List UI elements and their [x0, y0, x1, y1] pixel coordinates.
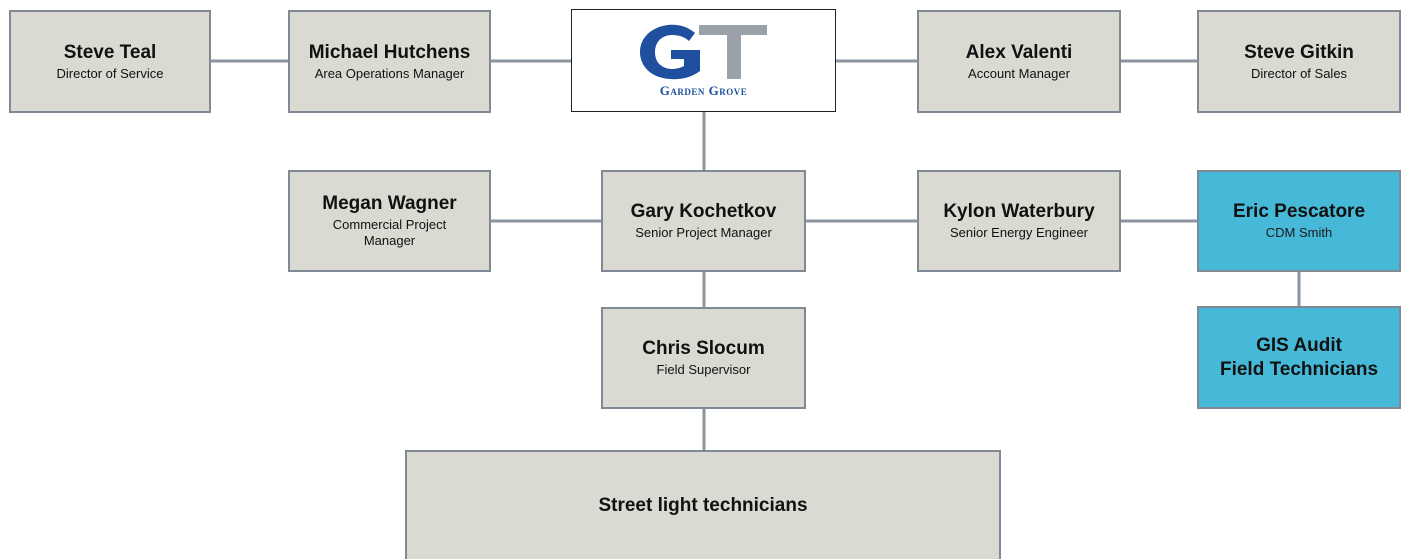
node-role: Account Manager [968, 65, 1070, 81]
node-name: Steve Gitkin [1244, 41, 1354, 63]
node-label: Street light technicians [598, 494, 808, 516]
node-role: Area Operations Manager [314, 65, 465, 81]
node-name: Megan Wagner [322, 193, 457, 214]
node-role: Director of Sales [1250, 65, 1348, 81]
node-name: Steve Teal [63, 41, 157, 63]
node-gary-kochetkov: Gary Kochetkov Senior Project Manager [601, 170, 806, 272]
node-gis-audit-field-technicians: GIS Audit Field Technicians [1197, 306, 1401, 409]
node-kylon-waterbury: Kylon Waterbury Senior Energy Engineer [917, 170, 1121, 272]
garden-grove-g-logo-icon [639, 24, 767, 79]
node-steve-teal: Steve Teal Director of Service [9, 10, 211, 113]
node-role: Senior Project Manager [635, 225, 772, 240]
node-alex-valenti: Alex Valenti Account Manager [917, 10, 1121, 113]
node-role: Field Supervisor [656, 362, 751, 377]
node-name: Kylon Waterbury [943, 201, 1095, 222]
node-michael-hutchens: Michael Hutchens Area Operations Manager [288, 10, 491, 113]
node-role: Senior Energy Engineer [949, 225, 1089, 240]
node-eric-pescatore: Eric Pescatore CDM Smith [1197, 170, 1401, 272]
logo-text: Garden Grove [659, 82, 748, 98]
node-steve-gitkin: Steve Gitkin Director of Sales [1197, 10, 1401, 113]
node-label: GIS Audit Field Technicians [1219, 334, 1379, 380]
node-role: Director of Service [56, 65, 164, 81]
node-name: Eric Pescatore [1232, 201, 1366, 222]
node-name: Gary Kochetkov [630, 201, 777, 222]
node-street-light-technicians: Street light technicians [405, 450, 1001, 559]
node-role: CDM Smith [1265, 225, 1333, 240]
node-role: Commercial Project Manager [332, 217, 447, 248]
node-megan-wagner: Megan Wagner Commercial Project Manager [288, 170, 491, 272]
node-name: Alex Valenti [965, 41, 1073, 63]
node-name: Michael Hutchens [308, 41, 471, 63]
garden-grove-logo: Garden Grove [571, 9, 836, 112]
node-chris-slocum: Chris Slocum Field Supervisor [601, 307, 806, 409]
node-name: Chris Slocum [642, 338, 765, 359]
